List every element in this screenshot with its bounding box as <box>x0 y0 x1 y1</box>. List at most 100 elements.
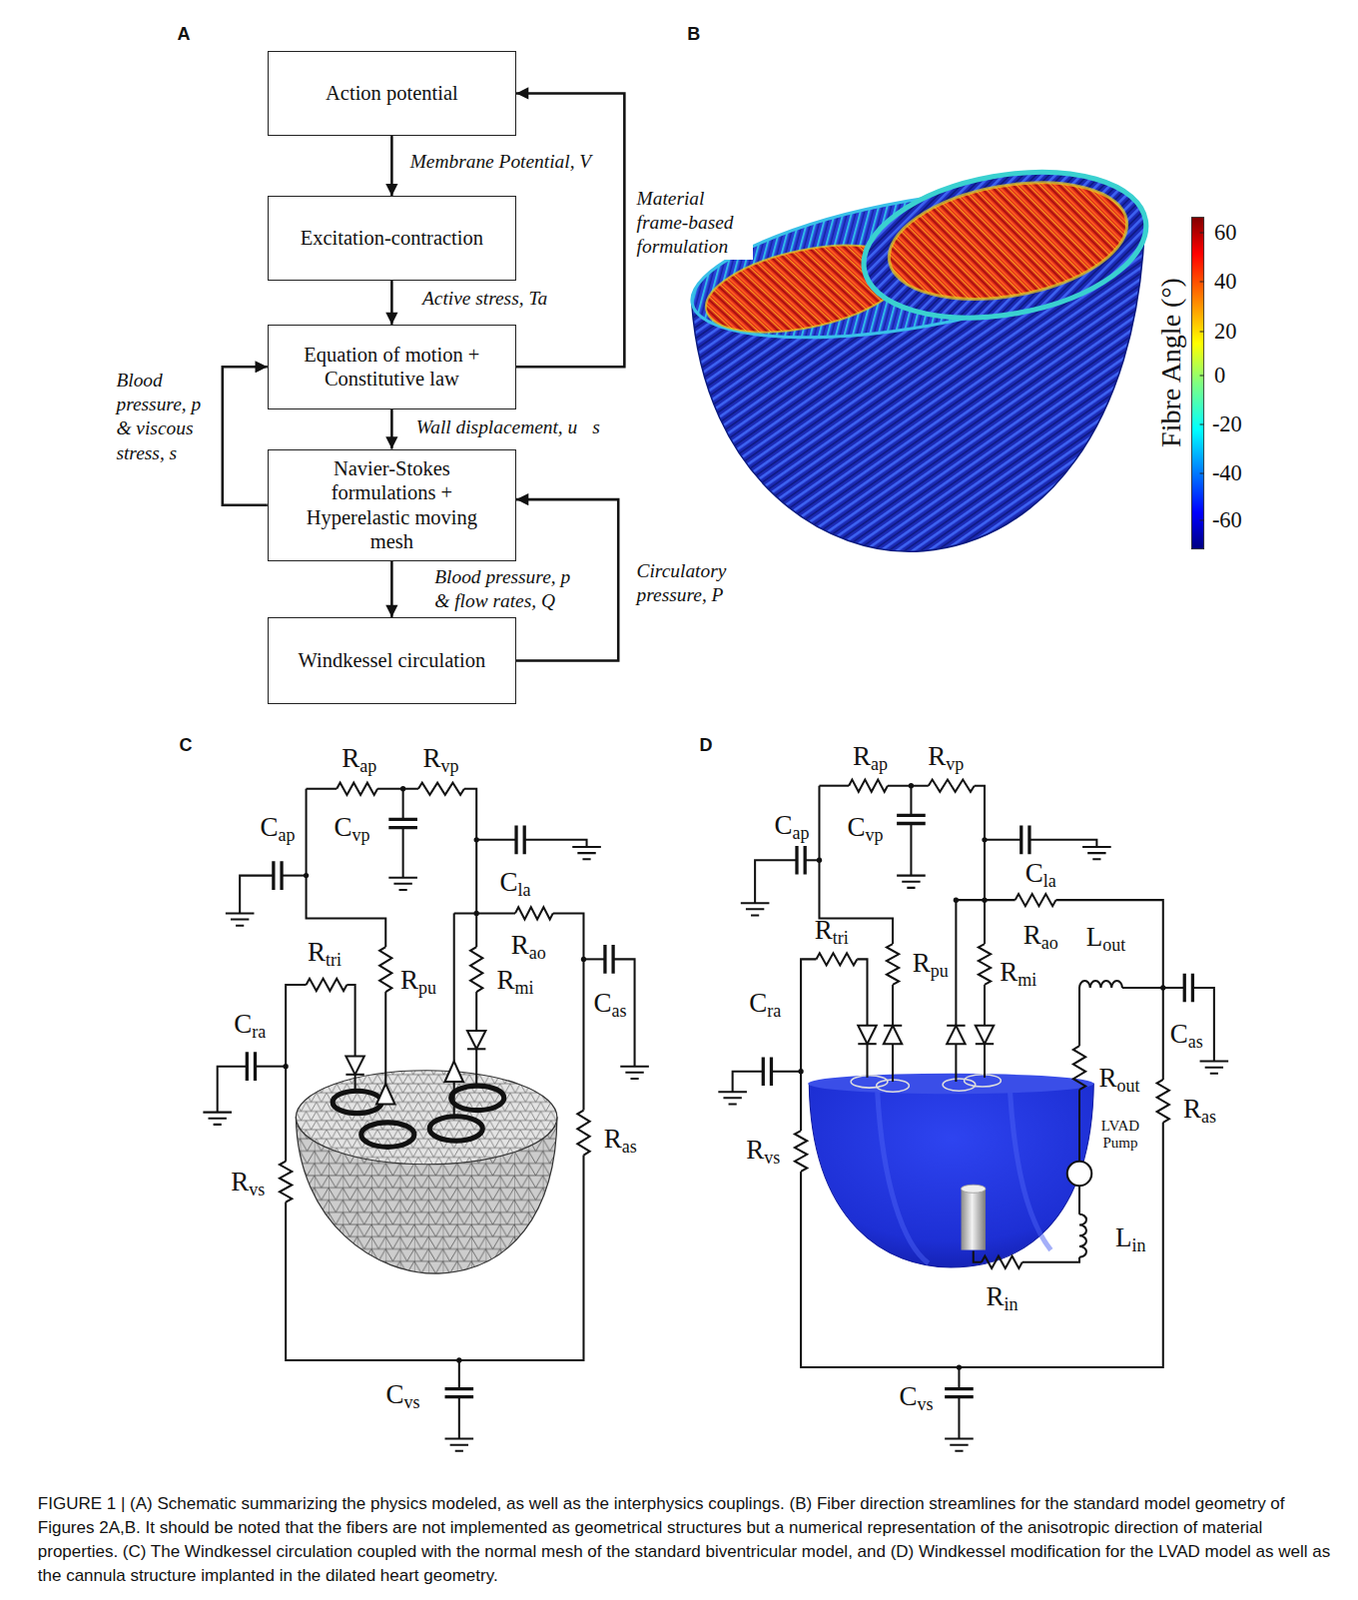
wire <box>983 1043 986 1078</box>
lv-wall <box>852 151 1159 339</box>
wire <box>453 912 456 1061</box>
ground-symbol <box>202 1112 232 1125</box>
wire <box>453 1081 456 1117</box>
component-label: Rvp <box>422 743 459 777</box>
wire <box>984 838 1022 841</box>
colorbar-tick: -60 <box>1212 507 1243 534</box>
ground-symbol <box>896 875 926 888</box>
diode-bar <box>883 1024 902 1027</box>
ground-symbol <box>740 902 770 915</box>
ground-symbol <box>445 1438 475 1451</box>
wire <box>306 787 338 790</box>
junction-dot <box>400 785 406 791</box>
capacitor-symbol <box>605 944 614 974</box>
component-label: Rvp <box>927 741 964 775</box>
wire <box>754 859 797 903</box>
cannula-top <box>960 1184 986 1193</box>
capacitor-symbol <box>445 1388 475 1397</box>
component-label: Rpu <box>400 965 437 999</box>
windkessel-circuits <box>202 779 1229 1451</box>
component-label: Cvp <box>846 811 883 845</box>
process-box: Equation of motion + Constitutive law <box>267 324 517 410</box>
component-label: Rtri <box>814 914 849 948</box>
junction-dot <box>816 857 822 863</box>
connector-label: Material frame-based formulation <box>635 186 753 260</box>
connector-label: Active stress, Ta <box>420 286 550 311</box>
flow-arrow <box>390 561 394 618</box>
wire <box>856 958 867 1025</box>
colorbar-tick: 40 <box>1214 268 1238 295</box>
wire <box>891 1043 894 1082</box>
wire <box>285 984 306 1162</box>
heart-top <box>807 1073 1094 1094</box>
heart-shading <box>877 1091 1052 1264</box>
colorbar-ticks <box>1200 232 1205 521</box>
flow-arrow <box>390 409 394 450</box>
wire <box>957 1366 960 1388</box>
resistor-symbol <box>279 1161 292 1203</box>
wire <box>974 785 985 900</box>
capacitor-symbol <box>1184 973 1193 1003</box>
resistor-symbol <box>515 906 554 919</box>
resistor-symbol <box>794 1130 807 1172</box>
process-box: Action potential <box>267 50 517 136</box>
capacitor-symbol <box>944 1388 974 1397</box>
component-label: Rpu <box>912 947 949 981</box>
wire <box>891 984 894 1026</box>
junction-dot <box>581 956 587 962</box>
dilated-heart <box>807 1073 1094 1268</box>
junction-dot <box>1160 984 1166 990</box>
component-label: Rvs <box>745 1134 780 1168</box>
resistor-symbol <box>306 978 348 991</box>
diode-symbol <box>975 1025 994 1044</box>
capacitor-symbol <box>796 845 805 875</box>
ground-symbol <box>717 1091 747 1104</box>
component-label: Cvs <box>899 1380 934 1414</box>
cannula <box>960 1188 986 1250</box>
connector-label: Blood pressure, p & flow rates, Q <box>432 565 592 615</box>
wire <box>1078 1089 1081 1162</box>
component-label: Cas <box>594 988 628 1022</box>
capacitor-symbol <box>246 1051 255 1081</box>
junction-dot <box>981 896 987 902</box>
wire <box>354 1074 357 1091</box>
wire <box>818 784 849 787</box>
wire <box>306 788 387 947</box>
component-label: Rvs <box>230 1167 265 1201</box>
ground-symbol <box>572 846 602 859</box>
connector-label: Blood pressure, p & viscous stress, s <box>113 368 216 466</box>
junction-dot <box>474 910 480 916</box>
connector-label: Wall displacement, u⃗s <box>414 415 603 440</box>
capacitor-symbol <box>273 860 282 890</box>
component-label: Cas <box>1170 1019 1204 1053</box>
capacitor-symbol <box>388 818 418 827</box>
resistor-symbol <box>815 952 857 965</box>
box-text: Excitation-contraction <box>300 225 484 251</box>
component-label: Ras <box>1183 1093 1217 1127</box>
colorbar-tick: 60 <box>1214 219 1238 246</box>
flow-arrow <box>516 92 625 367</box>
wire <box>384 991 387 1084</box>
wire <box>973 1251 982 1263</box>
wire <box>583 957 605 960</box>
component-label: Rmi <box>999 956 1037 990</box>
pump-symbol <box>1067 1161 1093 1187</box>
valve-ring <box>332 1090 382 1113</box>
panel-letter: C <box>178 733 192 755</box>
panel-letter: B <box>686 22 700 44</box>
valve-ring <box>964 1074 1002 1087</box>
ground-symbol <box>388 877 418 890</box>
wire <box>475 1048 478 1086</box>
colorbar <box>1191 217 1204 550</box>
diode-symbol <box>345 1055 364 1074</box>
valve-ring <box>451 1085 505 1111</box>
junction-dot <box>456 1357 462 1362</box>
component-label: Rao <box>1023 920 1059 954</box>
wire <box>983 984 986 1026</box>
wire <box>1022 1257 1080 1263</box>
wire <box>800 1122 1164 1367</box>
wire <box>476 838 517 841</box>
wire <box>909 785 912 816</box>
box-text: Navier-Stokes formulations + Hyperelasti… <box>284 456 500 555</box>
